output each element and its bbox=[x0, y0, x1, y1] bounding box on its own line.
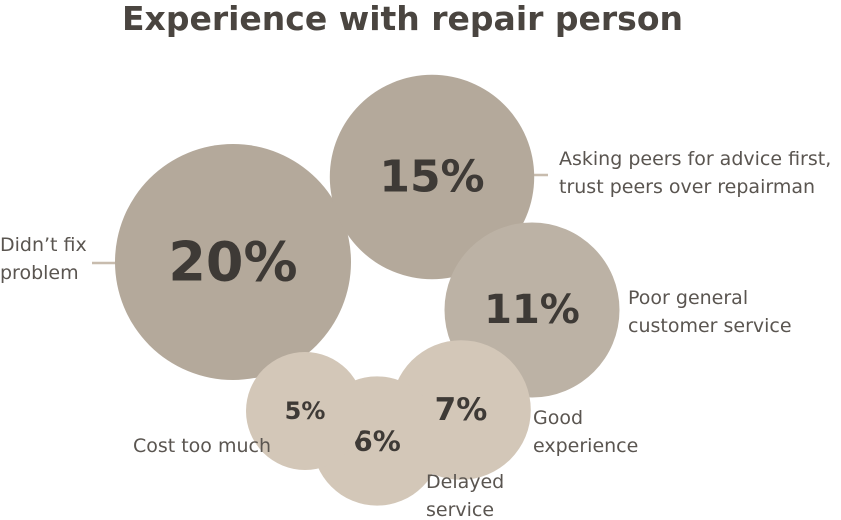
category-label: Poor general customer service bbox=[628, 287, 792, 337]
category-label-line: Asking peers for advice first, bbox=[559, 148, 831, 170]
bubble-value-label: 11% bbox=[484, 287, 580, 333]
bubble-value-label: 15% bbox=[379, 152, 484, 203]
category-label-line: customer service bbox=[628, 315, 792, 337]
bubble-value-label: 6% bbox=[353, 425, 401, 458]
category-label: Didn’t fix problem bbox=[0, 234, 87, 284]
category-label-line: Cost too much bbox=[133, 435, 271, 457]
bubble-value-label: 5% bbox=[285, 397, 326, 425]
category-label: Asking peers for advice first, trust peer… bbox=[559, 148, 831, 198]
category-label: Delayed service bbox=[426, 471, 504, 520]
category-label-line: service bbox=[426, 499, 494, 520]
category-label: Cost too much bbox=[133, 435, 271, 457]
category-label-line: experience bbox=[533, 435, 638, 457]
category-label-line: trust peers over repairman bbox=[559, 176, 815, 198]
category-label-line: Good bbox=[533, 407, 583, 429]
bubble-labels: Didn’t fix problem Asking peers for advice… bbox=[0, 148, 831, 520]
category-label-line: Poor general bbox=[628, 287, 748, 309]
category-label-line: problem bbox=[0, 262, 79, 284]
bubble bbox=[115, 144, 351, 380]
category-label-line: Delayed bbox=[426, 471, 504, 493]
bubble bbox=[246, 352, 364, 470]
bubble bbox=[329, 74, 535, 280]
bubble-value-label: 20% bbox=[168, 231, 297, 294]
category-label-line: Didn’t fix bbox=[0, 234, 87, 256]
category-label: Good experience bbox=[533, 407, 638, 457]
chart-title: Experience with repair person bbox=[122, 0, 683, 38]
bubble-value-label: 7% bbox=[435, 392, 488, 428]
bubbles: 20% 15% 11% 7% 6% 5% bbox=[115, 74, 620, 506]
